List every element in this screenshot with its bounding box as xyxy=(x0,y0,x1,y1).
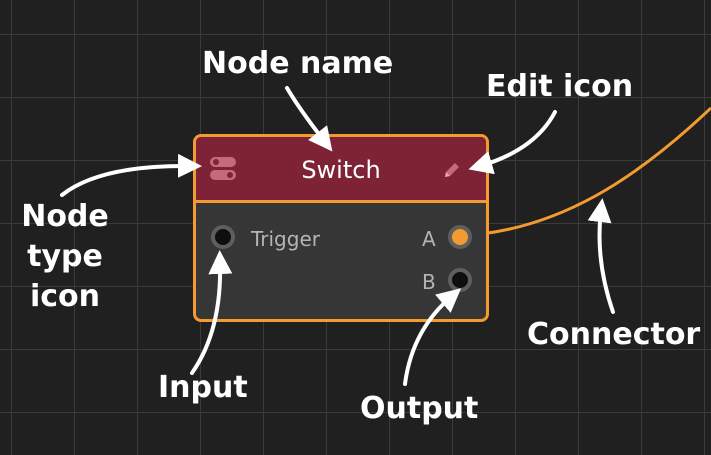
switch-node[interactable]: Switch Trigger A B xyxy=(193,134,489,322)
pencil-icon[interactable] xyxy=(442,160,462,180)
output-label-b: B xyxy=(422,270,436,294)
arrow-output xyxy=(403,288,462,386)
callout-node-type-icon: Node type icon xyxy=(20,197,110,317)
callout-node-type-line3: icon xyxy=(29,279,101,314)
callout-edit-icon: Edit icon xyxy=(486,69,634,104)
output-port-b[interactable] xyxy=(448,268,472,292)
input-port-trigger[interactable] xyxy=(211,225,235,249)
callout-output: Output xyxy=(360,391,479,426)
input-label: Trigger xyxy=(251,227,320,251)
node-title: Switch xyxy=(301,156,381,184)
callout-input: Input xyxy=(158,370,248,405)
node-header[interactable]: Switch xyxy=(196,137,486,203)
callout-node-type-line2: type xyxy=(27,239,103,274)
callout-connector: Connector xyxy=(527,317,701,352)
toggle-switch-icon xyxy=(210,157,236,181)
output-label-a: A xyxy=(422,227,436,251)
callout-node-name: Node name xyxy=(202,46,394,81)
arrow-node-type-icon xyxy=(60,153,202,197)
output-port-a[interactable] xyxy=(448,225,472,249)
callout-node-type-line1: Node xyxy=(21,199,109,234)
arrow-input xyxy=(190,250,233,375)
arrow-edit-icon xyxy=(468,110,557,175)
arrow-connector xyxy=(587,198,615,314)
connector-line[interactable] xyxy=(456,106,711,238)
arrow-node-name xyxy=(285,86,333,152)
